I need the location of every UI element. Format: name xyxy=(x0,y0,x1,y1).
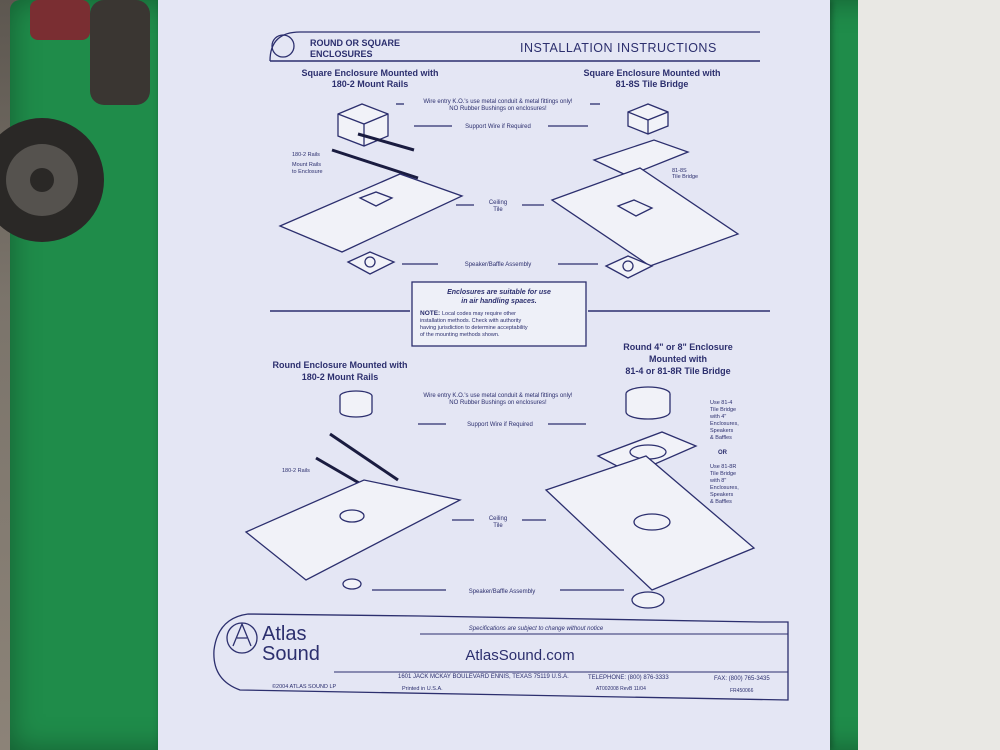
top-left-title: Square Enclosure Mounted with xyxy=(301,68,438,78)
use-a-line-2: Tile Bridge xyxy=(710,407,736,413)
website: AtlasSound.com xyxy=(465,647,574,664)
round-enclosure-right xyxy=(625,386,671,420)
speaker-baffle-right xyxy=(604,255,654,279)
header-frame xyxy=(269,31,760,62)
footer-frame xyxy=(213,613,789,701)
use-b-line-1: Use 81-8R xyxy=(710,464,736,470)
top-wire-note-2: NO Rubber Bushings on enclosures! xyxy=(449,106,547,112)
address: 1601 JACK MCKAY BOULEVARD ENNIS, TEXAS 7… xyxy=(398,674,569,680)
atlas-logo xyxy=(226,622,258,654)
top-wire-note: Wire entry K.O.'s use metal conduit & me… xyxy=(423,99,573,105)
doc-code: FR450066 xyxy=(730,688,754,694)
mount-rail xyxy=(329,432,399,482)
note-line-4: of the mounting methods shown. xyxy=(420,332,500,338)
use-b-line-2: Tile Bridge xyxy=(710,471,736,477)
ceiling-tile-left xyxy=(278,173,464,253)
notice-box xyxy=(411,281,587,347)
brand-sound: Sound xyxy=(262,643,320,665)
header-type: ROUND OR SQUARE xyxy=(310,38,400,48)
header-title: INSTALLATION INSTRUCTIONS xyxy=(520,41,717,55)
wall-background xyxy=(858,0,1000,750)
use-a-line-5: Speakers xyxy=(710,428,733,434)
ceiling-tile-right xyxy=(550,167,740,267)
round-speaker-left xyxy=(342,578,362,590)
use-a-line-4: Enclosures, xyxy=(710,421,739,427)
mount-rails-label: Mount Rails xyxy=(292,162,321,168)
telephone: TELEPHONE: (800) 876-3333 xyxy=(588,675,669,681)
mount-rail xyxy=(357,132,415,152)
ceiling-tile-label-2: Tile xyxy=(493,207,503,213)
use-a-line-6: & Baffles xyxy=(710,435,732,441)
speaker-icon xyxy=(622,260,634,272)
part-code: AT002008 RevB 11/04 xyxy=(596,686,646,692)
top-right-title-2: 81-8S Tile Bridge xyxy=(616,79,689,89)
use-a-line-1: Use 81-4 xyxy=(710,400,732,406)
copyright: ©2004 ATLAS SOUND LP xyxy=(272,683,337,690)
square-enclosure-left xyxy=(337,103,389,147)
bottom-right-title-3: 81-4 or 81-8R Tile Bridge xyxy=(625,366,730,376)
speaker-baffle-left xyxy=(346,251,396,275)
bottom-left-title-2: 180-2 Mount Rails xyxy=(302,372,379,382)
bottom-right-title-2: Mounted with xyxy=(649,354,707,364)
use-b-line-4: Enclosures, xyxy=(710,485,739,491)
bottom-ceiling-tile-right xyxy=(544,455,756,591)
tile-bridge-notes: Use 81-4 Tile Bridge with 4" Enclosures,… xyxy=(709,400,739,505)
notice-line-2: in air handling spaces. xyxy=(461,298,537,305)
square-enclosure-right xyxy=(627,103,669,135)
bottom-ceiling-label-2: Tile xyxy=(493,523,503,529)
note-line-3: having jurisdiction to determine accepta… xyxy=(420,325,528,331)
mount-rails-label-2: to Enclosure xyxy=(292,169,323,175)
use-a-line-3: with 4" xyxy=(709,414,726,420)
note-line-1: Local codes may require other xyxy=(442,311,516,317)
bottom-wire-note-2: NO Rubber Bushings on enclosures! xyxy=(449,400,547,406)
use-b-line-3: with 8" xyxy=(709,478,726,484)
notice-line-1: Enclosures are suitable for use xyxy=(447,289,551,296)
printed-in: Printed in U.S.A. xyxy=(402,686,443,692)
support-wire-label: Support Wire if Required xyxy=(465,124,531,130)
use-b-line-6: & Baffles xyxy=(710,499,732,505)
bottom-ceiling-tile-left xyxy=(244,479,462,581)
round-speaker-right xyxy=(631,591,665,609)
speaker-label: Speaker/Baffle Assembly xyxy=(465,262,532,268)
round-enclosure-icon xyxy=(271,34,295,58)
top-right-title: Square Enclosure Mounted with xyxy=(583,68,720,78)
rails-label: 180-2 Rails xyxy=(292,152,320,158)
header-type-2: ENCLOSURES xyxy=(310,49,373,59)
tire-decoration xyxy=(0,0,150,242)
spec-note: Specifications are subject to change wit… xyxy=(469,626,604,632)
brand-atlas: Atlas xyxy=(262,623,306,645)
mount-rail xyxy=(331,148,419,180)
use-b-line-5: Speakers xyxy=(710,492,733,498)
fax: FAX: (800) 765-3435 xyxy=(714,676,770,682)
or-label: OR xyxy=(718,450,728,456)
speaker-icon xyxy=(364,256,376,268)
tile-cutout xyxy=(358,191,394,207)
bottom-wire-note: Wire entry K.O.'s use metal conduit & me… xyxy=(423,393,573,399)
tile-cutout xyxy=(616,199,654,217)
instruction-sheet xyxy=(158,0,830,750)
tile-bridge-label: 81-8S xyxy=(672,168,687,174)
note-line-2: installation methods. Check with authori… xyxy=(420,318,521,324)
ceiling-tile-label: Ceiling xyxy=(489,200,507,206)
bottom-left-title: Round Enclosure Mounted with xyxy=(273,360,408,370)
top-left-title-2: 180-2 Mount Rails xyxy=(332,79,409,89)
bottom-right-title: Round 4" or 8" Enclosure xyxy=(623,342,733,352)
bottom-ceiling-label: Ceiling xyxy=(489,516,507,522)
tile-bridge-label-2: Tile Bridge xyxy=(672,174,698,180)
tile-cutout xyxy=(633,513,671,531)
tile-cutout xyxy=(339,509,365,523)
bottom-support-wire-label: Support Wire if Required xyxy=(467,422,533,428)
bottom-rails-label: 180-2 Rails xyxy=(282,468,310,474)
tile-bridge xyxy=(592,139,690,177)
bottom-speaker-label: Speaker/Baffle Assembly xyxy=(469,589,536,595)
round-enclosure-left xyxy=(339,390,373,418)
note-label: NOTE: xyxy=(420,310,440,317)
